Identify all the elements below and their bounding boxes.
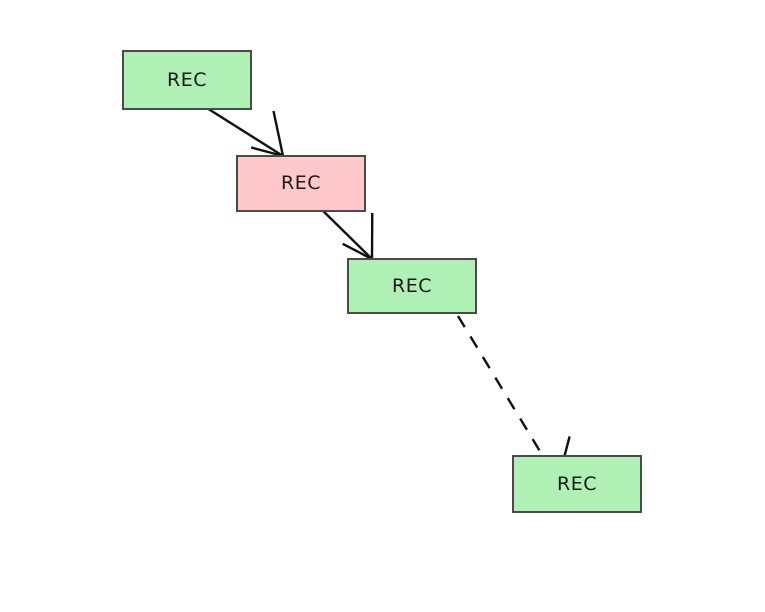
node-label: REC (281, 172, 321, 194)
edge-node-1-to-node-2[interactable] (198, 101, 285, 158)
edge-line (198, 101, 284, 158)
node-label: REC (167, 68, 207, 91)
node-rec-1[interactable]: REC (122, 50, 252, 110)
edge-line (315, 203, 373, 260)
node-rec-2[interactable]: REC (236, 155, 366, 212)
node-rec-3[interactable]: REC (347, 258, 477, 314)
node-label: REC (392, 274, 432, 297)
node-label: REC (557, 472, 597, 495)
arrowhead-barb (272, 110, 285, 157)
arrowhead-barb (342, 242, 373, 261)
edge-node-2-to-node-3[interactable] (315, 203, 374, 261)
node-rec-4[interactable]: REC (512, 455, 642, 513)
